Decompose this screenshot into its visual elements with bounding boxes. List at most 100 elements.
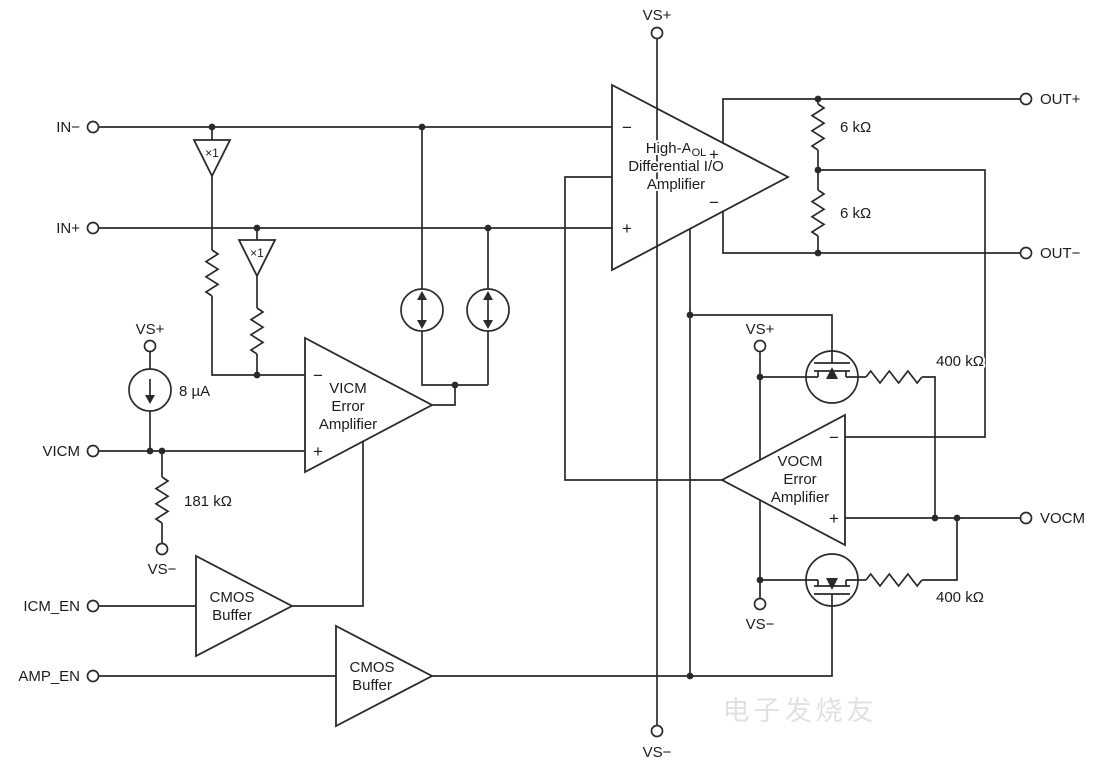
terminal-vs-minus-mid-left xyxy=(155,542,169,556)
label-vocm: VOCM xyxy=(1040,510,1085,527)
resistor-181k xyxy=(154,476,170,524)
label-amp-en: AMP_EN xyxy=(18,668,80,685)
arrow-down-icon xyxy=(417,320,427,329)
vicm-amp-plus-sign: + xyxy=(313,442,323,461)
junction-dot xyxy=(484,224,492,232)
vicm-amp-line3: Amplifier xyxy=(319,416,377,433)
vocm-output-wire xyxy=(564,176,722,481)
arrow-down-icon xyxy=(483,320,493,329)
label-vs-plus-mid-left: VS+ xyxy=(136,321,165,338)
label-vs-minus-bottom: VS− xyxy=(643,744,672,761)
mosfet-body-arrow-icon xyxy=(826,367,838,379)
label-bias-current: 8 µA xyxy=(179,383,210,400)
resistor-in-plus xyxy=(249,307,265,355)
label-vs-minus-mid-left: VS− xyxy=(148,561,177,578)
vicm-amp-line2: Error xyxy=(331,398,364,415)
cmos-buffer-top-line1: CMOS xyxy=(210,589,255,606)
terminal-vs-plus-right xyxy=(753,339,767,353)
resistor-in-minus xyxy=(204,249,220,297)
arrow-down-icon xyxy=(145,395,155,404)
label-vs-minus-right: VS− xyxy=(746,616,775,633)
label-6k-resistor-top: 6 kΩ xyxy=(840,119,871,136)
main-amp-title-main: High-A xyxy=(646,140,692,157)
vicm-amp-minus-sign: − xyxy=(313,366,323,385)
in-minus-wire xyxy=(98,126,612,376)
junction-dot xyxy=(146,447,154,455)
terminal-vocm xyxy=(1019,511,1033,525)
junction-dot xyxy=(931,514,939,522)
unity-buffer-bottom-label: ×1 xyxy=(250,246,264,260)
mosfet-top xyxy=(805,350,859,404)
output-cm-feedback-wire xyxy=(818,169,986,438)
vocm-error-amplifier-body xyxy=(720,413,846,547)
label-icm-en: ICM_EN xyxy=(23,598,80,615)
resistor-400k-top xyxy=(865,369,923,385)
label-out-plus: OUT+ xyxy=(1040,91,1081,108)
main-amp-title-sub: OL xyxy=(692,147,707,159)
vicm-wires xyxy=(98,351,305,544)
label-vs-plus-right: VS+ xyxy=(746,321,775,338)
amplifier-bodies xyxy=(192,83,846,728)
terminal-vs-minus-right xyxy=(753,597,767,611)
vicm-amp-line1: VICM xyxy=(329,380,367,397)
resistor-400k-bottom xyxy=(865,572,923,588)
label-400k-resistor-top: 400 kΩ xyxy=(936,353,984,370)
vocm-amp-line1: VOCM xyxy=(778,453,823,470)
main-amp-output-plus-sign: + xyxy=(709,145,719,164)
amp-en-wire xyxy=(98,229,833,677)
main-amp-line2: Differential I/O xyxy=(628,158,724,175)
tail-current-wires xyxy=(421,127,489,406)
current-source-8ua xyxy=(128,368,172,412)
vocm-amp-plus-sign: + xyxy=(829,509,839,528)
junction-dot xyxy=(756,576,764,584)
main-amp-title: High-AOL xyxy=(646,140,707,159)
main-amp-line3: Amplifier xyxy=(647,176,705,193)
junction-dot xyxy=(253,224,261,232)
resistor-6k-top xyxy=(810,103,826,151)
arrow-up-icon xyxy=(483,291,493,300)
main-amp-input-plus-sign: + xyxy=(622,219,632,238)
junction-dot xyxy=(814,249,822,257)
cmos-buffer-bottom-line1: CMOS xyxy=(350,659,395,676)
junction-dots xyxy=(146,95,961,680)
junction-dot xyxy=(158,447,166,455)
junction-dot xyxy=(953,514,961,522)
terminal-in-plus xyxy=(86,221,100,235)
icm-en-wire xyxy=(98,441,364,607)
junction-dot xyxy=(756,373,764,381)
terminal-pads xyxy=(86,26,1033,738)
label-181k-resistor: 181 kΩ xyxy=(184,493,232,510)
terminal-out-minus xyxy=(1019,246,1033,260)
label-vs-plus-top: VS+ xyxy=(643,7,672,24)
current-source-in-minus xyxy=(400,288,444,332)
watermark-text: 电子发烧友 xyxy=(723,696,878,726)
terminal-vicm xyxy=(86,444,100,458)
resistors xyxy=(154,103,923,588)
junction-dot xyxy=(418,123,426,131)
main-amp-input-minus-sign: − xyxy=(622,118,632,137)
label-in-minus: IN− xyxy=(56,119,80,136)
terminal-vs-minus-bottom xyxy=(650,724,664,738)
wires xyxy=(98,38,1021,726)
cmos-buffer-top-line2: Buffer xyxy=(212,607,252,624)
junction-dot xyxy=(686,672,694,680)
label-in-plus: IN+ xyxy=(56,220,80,237)
labels: VS+ VS− IN− IN+ VICM ICM_EN AMP_EN OUT+ … xyxy=(16,5,1087,763)
vocm-amp-line2: Error xyxy=(783,471,816,488)
junction-dot xyxy=(814,166,822,174)
junction-dot xyxy=(253,371,261,379)
vocm-amp-line3: Amplifier xyxy=(771,489,829,506)
main-amp-output-minus-sign: − xyxy=(709,193,719,212)
terminal-out-plus xyxy=(1019,92,1033,106)
mosfet-body-arrow-icon xyxy=(826,578,838,590)
terminal-amp-en xyxy=(86,669,100,683)
junction-dot xyxy=(451,381,459,389)
resistor-6k-bottom xyxy=(810,189,826,237)
label-6k-resistor-bottom: 6 kΩ xyxy=(840,205,871,222)
junction-dot xyxy=(208,123,216,131)
arrow-up-icon xyxy=(417,291,427,300)
junction-dot xyxy=(686,311,694,319)
terminal-icm-en xyxy=(86,599,100,613)
